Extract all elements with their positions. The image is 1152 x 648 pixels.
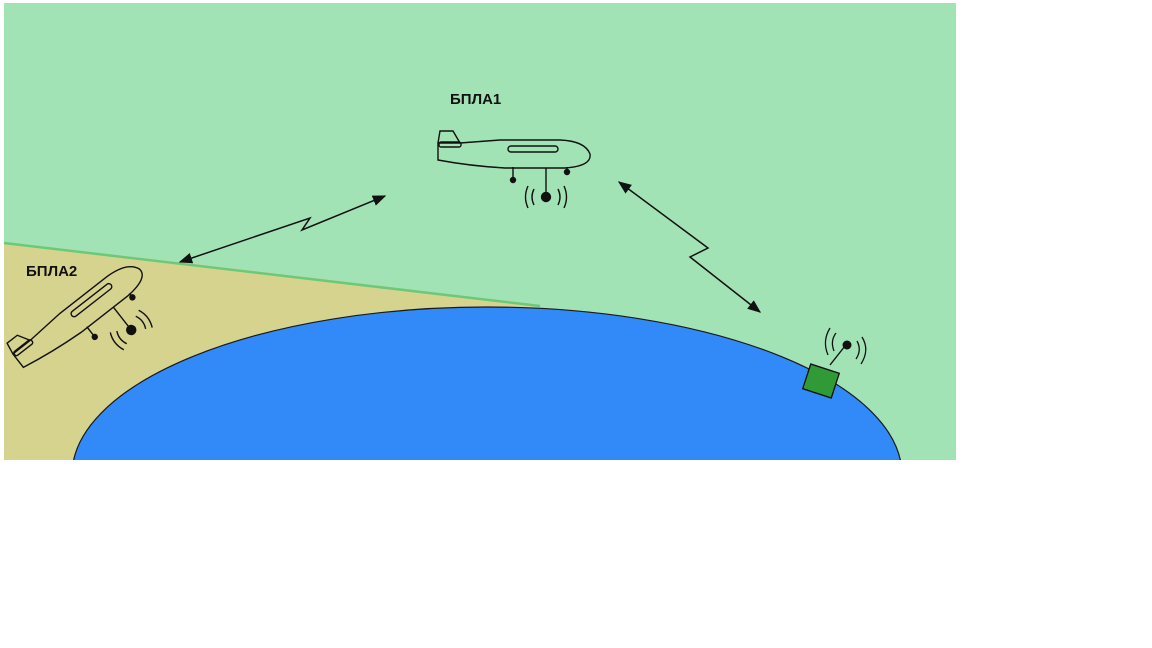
earth	[73, 306, 901, 460]
ground-station-radio-station-icon	[801, 327, 867, 399]
uav1-label: БПЛА1	[450, 91, 501, 108]
uav1-airplane-icon	[437, 130, 591, 209]
horizon-line	[4, 241, 541, 308]
uav2-label: БПЛА2	[26, 263, 77, 280]
link-uav2-uav1-lightning-arrow-icon	[178, 195, 387, 264]
uav2-airplane-icon	[6, 266, 153, 369]
link-uav1-station-lightning-arrow-icon	[617, 181, 762, 313]
